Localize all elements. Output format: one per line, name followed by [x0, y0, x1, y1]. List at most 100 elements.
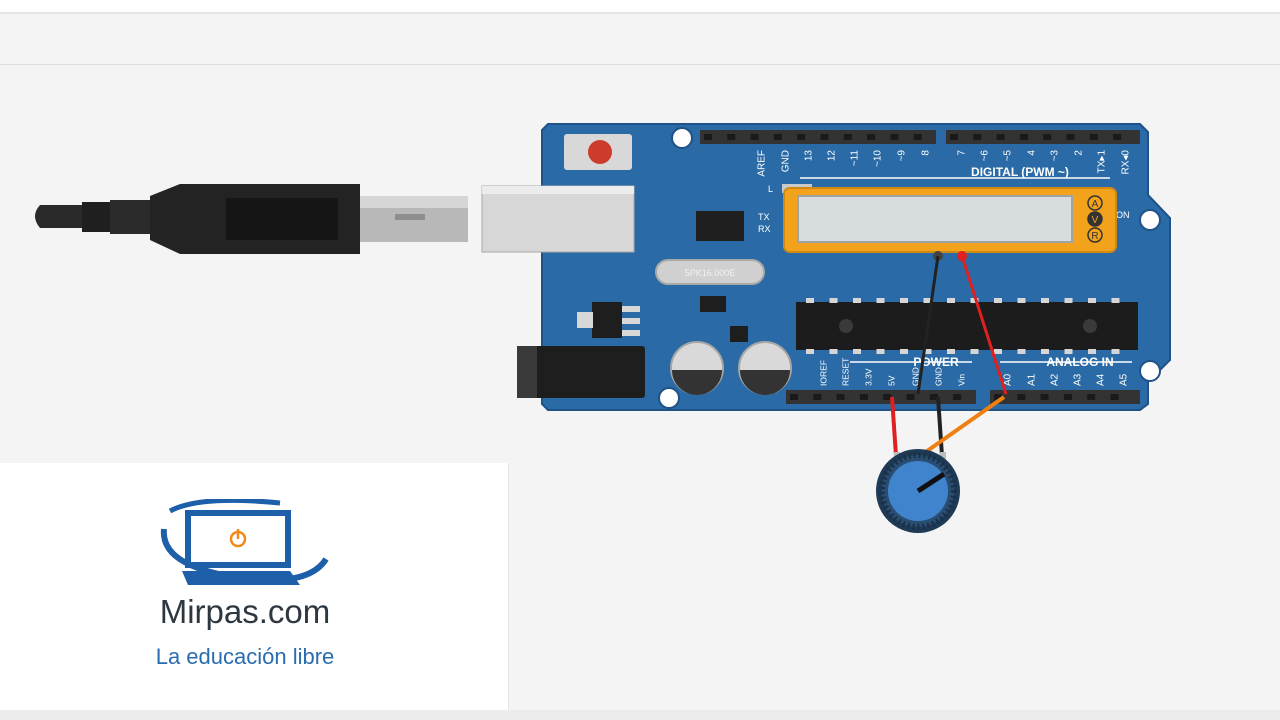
- chip-pin: [806, 349, 814, 354]
- probe-red-wire[interactable]: [960, 255, 1008, 395]
- multimeter-mode-v-button[interactable]: [1087, 211, 1103, 227]
- power-pin-label: 5V: [886, 375, 896, 386]
- header-hole[interactable]: [1089, 134, 1098, 140]
- multimeter-mode-a-button[interactable]: [1087, 195, 1103, 211]
- header-hole[interactable]: [704, 134, 712, 140]
- bottom-strip: [0, 710, 1280, 720]
- power-header[interactable]: [786, 390, 976, 404]
- analog-section-label: ANALOG IN: [1046, 355, 1113, 369]
- chip-pin: [994, 298, 1002, 303]
- digital-pin-label: ~11: [850, 150, 861, 167]
- power-pin-label: GND: [910, 367, 920, 386]
- header-hole[interactable]: [906, 394, 915, 400]
- wires[interactable]: [890, 255, 1008, 458]
- digital-pin-label: TX▸1: [1097, 150, 1108, 174]
- header-hole[interactable]: [750, 134, 759, 140]
- header-hole[interactable]: [1019, 134, 1028, 140]
- digital-pin-label: 13: [804, 150, 815, 162]
- header-hole[interactable]: [727, 134, 736, 140]
- header-hole[interactable]: [950, 134, 958, 140]
- chip-pin: [829, 349, 838, 354]
- chip-pin: [1041, 298, 1049, 303]
- usb-cable[interactable]: [35, 184, 468, 254]
- potentiometer[interactable]: [876, 449, 960, 533]
- header-hole[interactable]: [973, 134, 982, 140]
- header-hole[interactable]: [913, 134, 922, 140]
- digital-pin-label: ~5: [1003, 150, 1014, 162]
- multimeter[interactable]: AVR: [783, 187, 1117, 261]
- chip-pin: [1088, 298, 1096, 303]
- header-hole[interactable]: [1087, 394, 1096, 400]
- digital-pin-label: ~10: [873, 150, 884, 167]
- header-hole[interactable]: [1017, 394, 1026, 400]
- header-hole[interactable]: [867, 134, 876, 140]
- multimeter-mode-r-button[interactable]: [1087, 227, 1103, 243]
- digital-pin-label: 8: [921, 150, 932, 156]
- chip-pin: [1111, 298, 1120, 303]
- chip-pin: [1064, 349, 1073, 354]
- chip-pin: [1041, 349, 1049, 354]
- analog-pin-label: A5: [1119, 373, 1130, 386]
- chip-pin: [829, 298, 838, 303]
- probe-black-wire[interactable]: [916, 255, 940, 395]
- chip-pin: [900, 349, 908, 354]
- chip-pin: [806, 298, 814, 303]
- chip-pin: [900, 298, 908, 303]
- chip-pin: [876, 298, 885, 303]
- header-hole[interactable]: [1063, 394, 1072, 400]
- header-hole[interactable]: [1113, 134, 1122, 140]
- power-pin-label: 3.3V: [863, 368, 873, 386]
- power-pin-label: RESET: [840, 358, 850, 386]
- led-label-tx: TX: [758, 212, 770, 222]
- digital-pin-label: 4: [1027, 150, 1038, 156]
- analog-pin-label: A1: [1027, 373, 1038, 386]
- digital-header-right[interactable]: [946, 130, 1140, 144]
- chip-pin: [923, 349, 932, 354]
- chip-pin: [1017, 298, 1026, 303]
- digital-pin-label: AREF: [757, 150, 768, 177]
- digital-pin-label: RX◂0: [1121, 150, 1132, 175]
- header-hole[interactable]: [996, 134, 1005, 140]
- chip-pin: [853, 349, 861, 354]
- header-hole[interactable]: [994, 394, 1002, 400]
- wire-a0[interactable]: [918, 395, 1006, 458]
- header-hole[interactable]: [797, 134, 806, 140]
- on-led-label: ON: [1116, 210, 1130, 220]
- led-label-rx: RX: [758, 224, 771, 234]
- led-label-l: L: [768, 184, 773, 194]
- header-hole[interactable]: [1110, 394, 1119, 400]
- header-hole[interactable]: [953, 394, 962, 400]
- digital-pin-label: 7: [957, 150, 968, 156]
- digital-pins-label: DIGITAL (PWM ~): [971, 165, 1069, 179]
- header-hole[interactable]: [883, 394, 892, 400]
- header-hole[interactable]: [790, 394, 798, 400]
- multimeter-mode-label: R: [1091, 231, 1098, 242]
- laptop-power-icon: [160, 499, 329, 585]
- header-hole[interactable]: [1043, 134, 1052, 140]
- header-hole[interactable]: [773, 134, 782, 140]
- header-hole[interactable]: [1066, 134, 1075, 140]
- power-pin-label: GND: [933, 367, 943, 386]
- header-hole[interactable]: [813, 394, 822, 400]
- header-hole[interactable]: [1040, 394, 1049, 400]
- multimeter-mode-label: A: [1092, 199, 1099, 210]
- digital-header-left[interactable]: [700, 130, 936, 144]
- header-hole[interactable]: [929, 394, 938, 400]
- chip-pin: [947, 298, 955, 303]
- chip-pin: [1088, 349, 1096, 354]
- header-hole[interactable]: [843, 134, 852, 140]
- logo-title: Mirpas.com: [159, 593, 331, 630]
- power-jack: [517, 346, 645, 398]
- header-hole[interactable]: [859, 394, 868, 400]
- header-hole[interactable]: [890, 134, 899, 140]
- logo-subtitle: La educación libre: [155, 644, 335, 669]
- wire-gnd[interactable]: [936, 396, 944, 457]
- header-hole[interactable]: [820, 134, 829, 140]
- analog-pin-label: A0: [1003, 373, 1014, 386]
- header-hole[interactable]: [836, 394, 845, 400]
- crystal-label: 5PK16.000E: [685, 268, 736, 278]
- wire-5v[interactable]: [890, 396, 898, 457]
- chip-pin: [994, 349, 1002, 354]
- chip-pin: [1064, 298, 1073, 303]
- chip-pin: [923, 298, 932, 303]
